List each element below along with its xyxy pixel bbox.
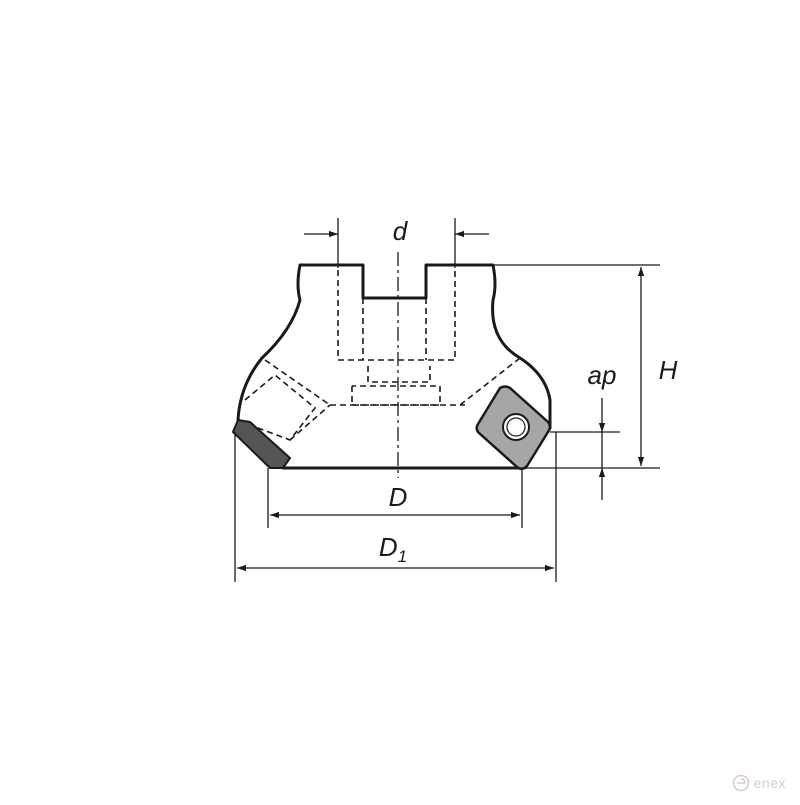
label-d: d — [393, 216, 409, 246]
dimension-lines — [237, 230, 645, 572]
label-D: D — [389, 482, 408, 512]
enex-logo-icon — [732, 774, 749, 792]
label-ap: ap — [588, 360, 617, 390]
label-D1: D1 — [379, 532, 407, 566]
hidden-lines — [244, 270, 521, 441]
enex-watermark: enex — [732, 774, 786, 792]
cutter-body-outline — [236, 263, 552, 470]
left-insert — [231, 418, 292, 469]
label-H: H — [659, 355, 678, 385]
extension-lines — [234, 218, 660, 582]
watermark-text: enex — [753, 775, 786, 791]
